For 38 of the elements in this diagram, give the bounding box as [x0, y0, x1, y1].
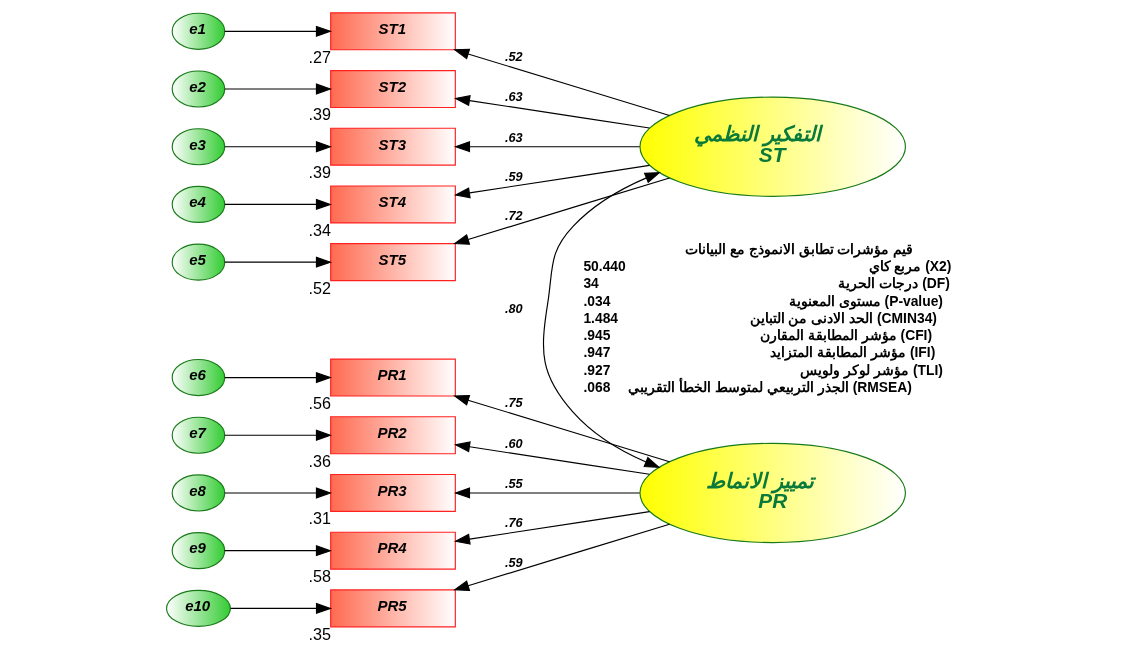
label: 1.484 [583, 309, 619, 326]
label: مربع كاي (X2) [868, 257, 952, 274]
edge-label: .59 [504, 555, 523, 570]
label: مستوى المعنوية (P-value) [788, 292, 943, 309]
edge-label: .63 [504, 130, 523, 145]
edge-label: .72 [504, 209, 523, 224]
label: .068 [583, 379, 611, 396]
edge-label: .55 [504, 477, 523, 492]
label: الجذر التربيعي لمتوسط الخطأ التقريبي (RMSEA) [628, 379, 912, 396]
node-label: .56 [308, 393, 331, 412]
label: مؤشر المطابقة المتزايد (IFI) [770, 344, 936, 361]
label: مؤشر لوكر ولويس (TLI) [800, 361, 943, 378]
edge-label: .76 [504, 516, 523, 531]
label: 50.440 [583, 257, 626, 274]
edge-label: .80 [504, 301, 523, 316]
node-label: .39 [308, 163, 331, 182]
node-label: .35 [308, 624, 331, 643]
label: مؤشر المطابقة المقارن (CFI) [760, 327, 933, 344]
edge-label: .75 [504, 396, 523, 411]
edge-label: .52 [504, 50, 523, 65]
label: .945 [583, 327, 611, 344]
label: الحد الادنى من التباين (CMIN34) [749, 309, 937, 326]
label: 34 [583, 275, 599, 292]
label: .927 [583, 361, 611, 378]
label: .034 [583, 292, 611, 309]
edge-label: .63 [504, 90, 523, 105]
node-label: .27 [308, 47, 331, 66]
node-label: .36 [308, 451, 331, 470]
node-label: .52 [308, 278, 331, 297]
label: درجات الحرية (DF) [838, 275, 950, 292]
node-label: .58 [308, 567, 331, 586]
node-label: .39 [308, 105, 331, 124]
edge-label: .60 [504, 436, 523, 451]
node-label: .34 [308, 220, 331, 239]
edge-label: .59 [504, 170, 523, 185]
label: .947 [583, 344, 611, 361]
node-label: .31 [308, 509, 331, 528]
label: قيم مؤشرات تطابق الانموذج مع البيانات [685, 240, 914, 257]
